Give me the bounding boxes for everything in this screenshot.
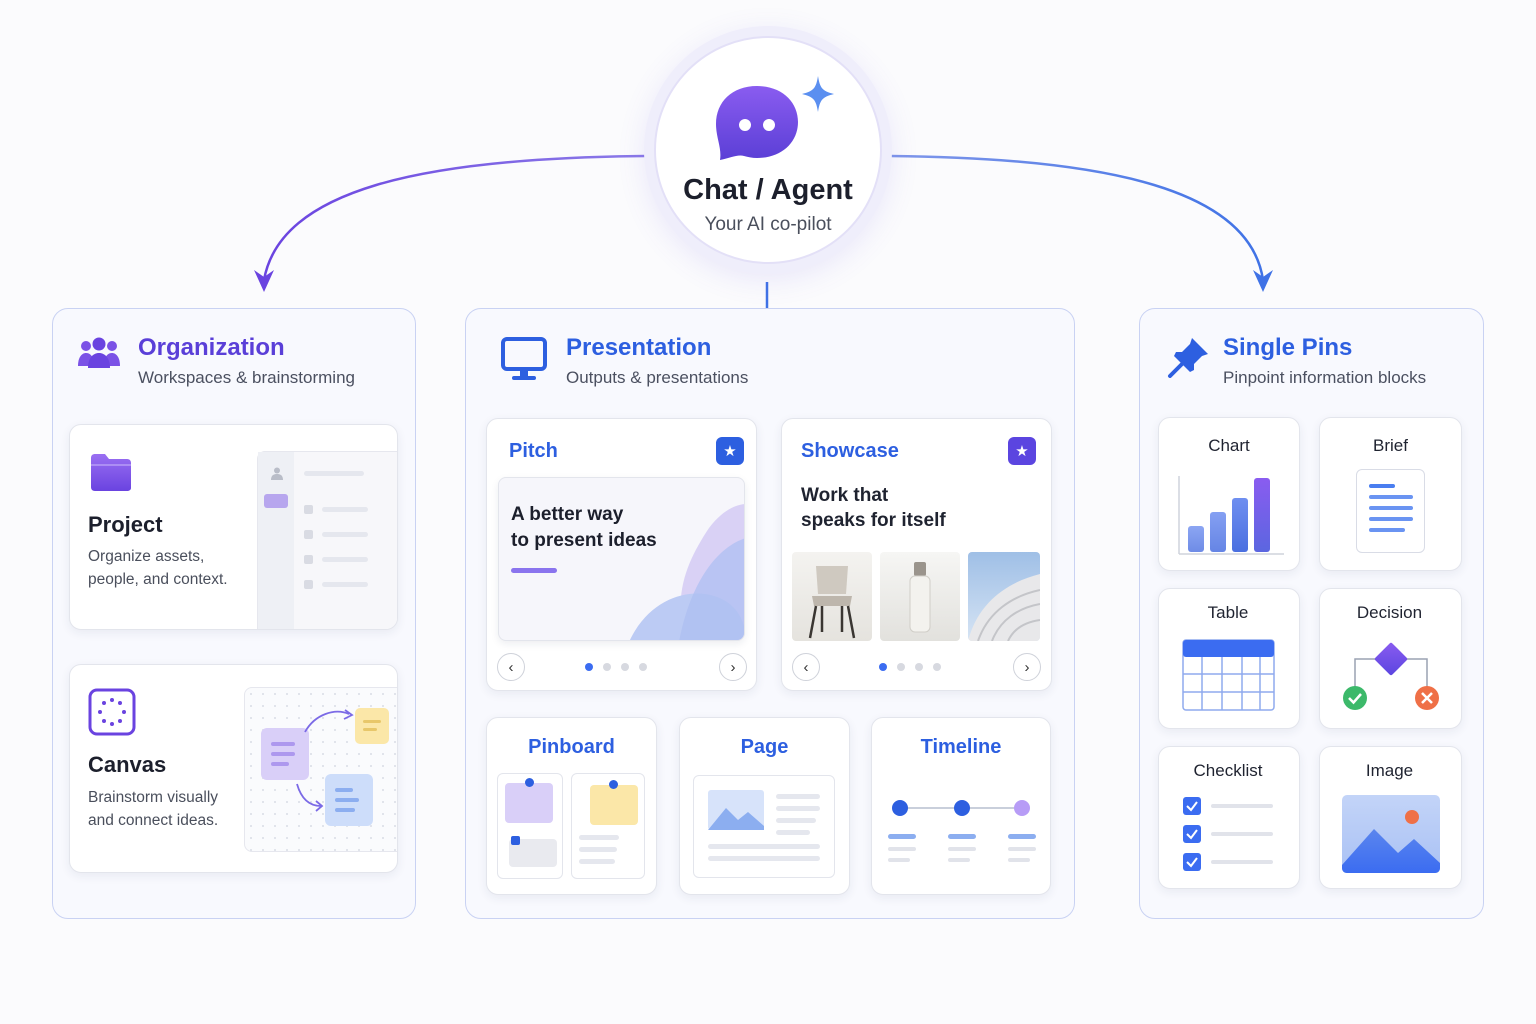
project-desc-line2: people, and context. xyxy=(88,571,228,588)
project-desc-line1: Organize assets, xyxy=(88,548,205,565)
table-grid-icon xyxy=(1182,639,1275,711)
folder-icon xyxy=(91,454,131,491)
monitor-icon xyxy=(501,337,547,380)
hub-subtitle: Your AI co-pilot xyxy=(704,214,832,235)
showcase-prev-button[interactable]: ‹ xyxy=(792,653,820,681)
folder-mini-icon xyxy=(264,494,288,508)
single-pins-subtitle: Pinpoint information blocks xyxy=(1223,368,1427,387)
pitch-page-dots xyxy=(585,663,647,671)
chair-photo xyxy=(792,552,872,641)
arrow-to-organization xyxy=(262,154,647,281)
pin-chart[interactable] xyxy=(1158,417,1300,571)
pitch-slide-line1: A better way xyxy=(511,504,624,525)
image-icon xyxy=(1342,795,1440,873)
checklist-icon xyxy=(1183,797,1273,871)
chat-bubble-icon xyxy=(716,86,798,160)
user-icon xyxy=(271,467,283,480)
showcase-title: Showcase xyxy=(801,440,899,462)
canvas-card[interactable] xyxy=(69,664,398,873)
pin-image-label: Image xyxy=(1365,761,1414,780)
canvas-title: Canvas xyxy=(88,752,167,777)
people-icon xyxy=(78,337,120,368)
timeline-graphic xyxy=(888,800,1036,862)
pinboard-preview xyxy=(497,773,645,879)
showcase-page-dots xyxy=(879,663,941,671)
star-badge-icon[interactable]: ★ xyxy=(1008,437,1036,465)
decision-tree-icon xyxy=(1343,642,1439,710)
project-preview-pane xyxy=(257,451,397,629)
sparkle-icon xyxy=(802,76,834,112)
chat-agent-hub[interactable] xyxy=(654,36,882,264)
bar-chart-icon xyxy=(1178,476,1284,555)
page-title: Page xyxy=(740,736,789,758)
organization-subtitle: Workspaces & brainstorming xyxy=(138,368,355,387)
single-pins-title: Single Pins xyxy=(1223,334,1353,361)
canvas-desc-line2: and connect ideas. xyxy=(88,812,219,829)
page-preview xyxy=(693,775,835,878)
canvas-desc-line1: Brainstorm visually xyxy=(88,789,219,806)
arrow-to-single-pins xyxy=(889,154,1265,281)
showcase-heading-line2: speaks for itself xyxy=(801,510,946,531)
pitch-title: Pitch xyxy=(509,440,558,462)
pin-chart-label: Chart xyxy=(1208,436,1250,455)
presentation-subtitle: Outputs & presentations xyxy=(566,368,749,387)
canvas-icon xyxy=(88,688,136,736)
document-icon xyxy=(1356,469,1425,553)
pitch-slide-accent xyxy=(511,568,557,573)
pin-decision-label: Decision xyxy=(1356,603,1423,622)
project-title: Project xyxy=(88,512,163,537)
canvas-preview xyxy=(244,687,397,852)
showcase-next-button[interactable]: › xyxy=(1013,653,1041,681)
project-card[interactable] xyxy=(69,424,398,630)
pushpin-icon xyxy=(1168,338,1208,378)
pitch-next-button[interactable]: › xyxy=(719,653,747,681)
hub-title: Chat / Agent xyxy=(683,174,853,206)
note-purple xyxy=(261,728,309,780)
organization-title: Organization xyxy=(138,334,285,361)
note-yellow xyxy=(355,708,389,744)
pin-checklist-label: Checklist xyxy=(1193,761,1263,780)
pitch-slide-line2: to present ideas xyxy=(511,530,657,551)
pitch-slide: A better way to present ideas xyxy=(498,477,745,641)
star-badge-icon[interactable]: ★ xyxy=(716,437,744,465)
timeline-title: Timeline xyxy=(920,736,1002,758)
pitch-prev-button[interactable]: ‹ xyxy=(497,653,525,681)
pinboard-title: Pinboard xyxy=(528,736,615,758)
pin-table-label: Table xyxy=(1207,603,1249,622)
note-blue xyxy=(325,774,373,826)
presentation-title: Presentation xyxy=(566,334,712,361)
showcase-heading-line1: Work that xyxy=(801,485,889,506)
bottle-photo xyxy=(880,552,960,641)
pin-checklist[interactable] xyxy=(1158,746,1300,889)
architecture-photo xyxy=(968,552,1040,641)
pin-brief-label: Brief xyxy=(1373,436,1408,455)
